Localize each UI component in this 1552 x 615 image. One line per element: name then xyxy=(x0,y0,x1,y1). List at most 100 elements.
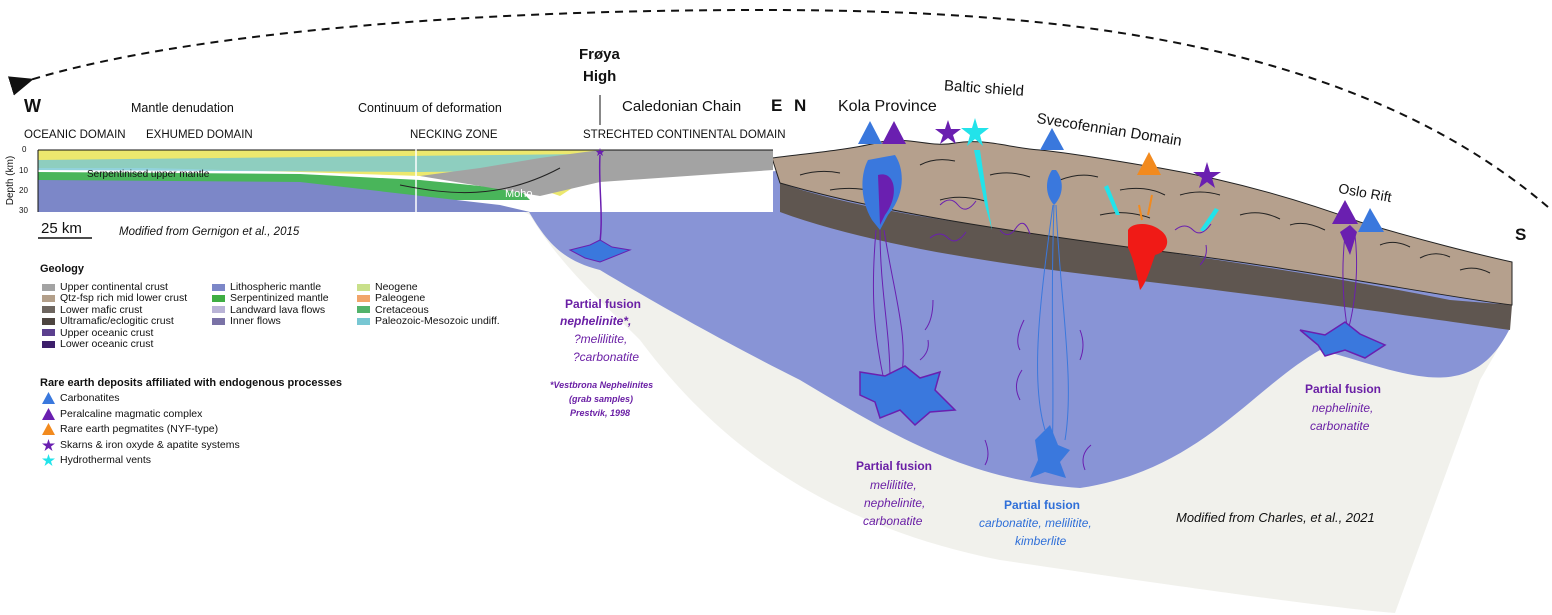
moho-label: Moho xyxy=(505,188,533,200)
legend-deposit-label: Carbonatites xyxy=(60,392,120,404)
depth-axis-label: Depth (km) xyxy=(5,155,17,206)
legend-label: Upper oceanic crust xyxy=(60,326,154,339)
legend-label: Qtz-fsp rich mid lower crust xyxy=(60,292,188,305)
scale-bar-label: 25 km xyxy=(41,220,82,237)
legend-item: Lithospheric mantle xyxy=(212,281,321,293)
legend-swatch xyxy=(42,283,55,291)
credit-charles: Modified from Charles, et al., 2021 xyxy=(1176,510,1375,525)
east-label: E xyxy=(771,96,783,115)
legend-item: Lower mafic crust xyxy=(42,304,142,316)
hydrothermal-vent-3 xyxy=(1200,208,1219,232)
froya-high-label-2: High xyxy=(583,68,617,85)
legend-swatch xyxy=(42,306,55,314)
crust-fault-lines xyxy=(799,159,1491,274)
legend-deposit-label: Skarns & iron oxyde & apatite systems xyxy=(60,438,240,451)
necking-crust xyxy=(420,150,773,196)
legend-label: Paleogene xyxy=(375,292,426,305)
legend-swatch xyxy=(357,283,370,291)
kola-peralkaline-plume xyxy=(878,174,894,225)
legend-label: Serpentinized mantle xyxy=(230,292,329,305)
legend-swatch xyxy=(42,294,55,302)
kola-blue-triangle-icon xyxy=(858,121,882,144)
south-label: S xyxy=(1515,225,1527,244)
hydrothermal-vent-2 xyxy=(1104,185,1120,215)
froya-note-2: (grab samples) xyxy=(569,394,634,404)
baltic-feeder-lines xyxy=(1037,204,1069,451)
serpentinised-label: Serpentinised upper mantle xyxy=(87,169,210,180)
baltic-purple-star-icon xyxy=(935,120,961,144)
kola-fusion-line-1: melilitite, xyxy=(870,478,917,492)
legend-item: Upper oceanic crust xyxy=(42,327,153,339)
depth-tick-10: 10 xyxy=(19,166,28,175)
oslo-fusion-line-1: nephelinite, xyxy=(1312,401,1374,415)
cyan-star-icon xyxy=(42,454,55,467)
oslo-intrusion xyxy=(1340,225,1357,255)
froya-melt-zone xyxy=(568,239,632,263)
legend-deposits-title: Rare earth deposits affiliated with endo… xyxy=(40,377,342,389)
legend-deposit-item: Skarns & iron oxyde & apatite systems xyxy=(42,438,240,451)
legend-swatch xyxy=(212,283,225,291)
legend-swatch xyxy=(42,340,55,348)
baltic-melt-zone xyxy=(1030,425,1070,478)
oslo-fusion-title: Partial fusion xyxy=(1305,382,1382,396)
svecofennian-purple-star-icon xyxy=(1193,162,1221,188)
pegmatite-dikes xyxy=(1138,194,1153,221)
svecofennian-orange-triangle-icon xyxy=(1137,152,1161,175)
kola-fusion-title: Partial fusion xyxy=(856,459,933,473)
legend-deposit-item: Rare earth pegmatites (NYF-type) xyxy=(42,423,219,436)
froya-fusion-title: Partial fusion xyxy=(565,297,642,311)
froya-note-3: Prestvik, 1998 xyxy=(570,408,631,418)
baltic-fusion-line-2: kimberlite xyxy=(1015,534,1067,548)
froya-note-1: *Vestbrona Nephelinites xyxy=(550,380,654,390)
fluid-migration-arrows xyxy=(919,199,1212,471)
legend-item: Paleogene xyxy=(357,292,425,304)
baltic-carbonatite-plume xyxy=(1046,170,1062,205)
depth-tick-30: 30 xyxy=(19,206,28,215)
oslo-blue-triangle-icon xyxy=(1358,208,1384,232)
froya-fusion-line-2: ?melilitite, xyxy=(574,332,628,346)
kola-fusion-line-2: nephelinite, xyxy=(864,496,926,510)
stretched-domain-label: STRECHTED CONTINENTAL DOMAIN xyxy=(583,129,786,141)
baltic-fusion-title: Partial fusion xyxy=(1004,498,1081,512)
legend-swatch xyxy=(357,306,370,314)
legend-label: Cretaceous xyxy=(375,303,429,316)
legend-geology-title: Geology xyxy=(40,263,85,275)
legend-item: Inner flows xyxy=(212,315,281,327)
legend-label: Ultramafic/eclogitic crust xyxy=(60,315,174,328)
legend-item: Paleozoic-Mesozoic undiff. xyxy=(357,315,500,327)
oceanic-domain-label: OCEANIC DOMAIN xyxy=(24,129,126,141)
exhumed-domain-label: EXHUMED DOMAIN xyxy=(146,129,253,141)
purple-triangle-icon xyxy=(42,407,55,420)
dashed-arc-arrow xyxy=(7,8,1549,208)
legend-deposit-label: Rare earth pegmatites (NYF-type) xyxy=(60,423,219,436)
froya-purple-star-icon xyxy=(596,148,604,156)
north-label: N xyxy=(794,96,807,115)
legend-label: Landward lava flows xyxy=(230,303,326,316)
legend-item: Lower oceanic crust xyxy=(42,338,153,350)
legend-deposit-label: Peralcaline magmatic complex xyxy=(60,407,203,420)
baltic-fusion-line-1: carbonatite, melilitite, xyxy=(979,516,1092,530)
legend-label: Lower oceanic crust xyxy=(60,338,154,350)
legend-swatch xyxy=(357,294,370,302)
legend-label: Neogene xyxy=(375,281,418,293)
continuum-label: Continuum of deformation xyxy=(358,101,502,115)
depth-tick-0: 0 xyxy=(22,145,27,154)
kola-fusion-line-3: carbonatite xyxy=(863,514,923,528)
oslo-melt-zone xyxy=(1299,321,1387,359)
west-label: W xyxy=(24,96,41,116)
legend-item: Qtz-fsp rich mid lower crust xyxy=(42,292,187,304)
legend-label: Lower mafic crust xyxy=(60,303,143,316)
legend-deposit-item: Carbonatites xyxy=(42,392,120,404)
red-intrusion xyxy=(1128,224,1168,290)
baltic-cyan-star-icon xyxy=(961,118,989,146)
legend-label: Upper continental crust xyxy=(60,281,168,293)
legend-label: Paleozoic-Mesozoic undiff. xyxy=(375,315,500,328)
credit-gernigon: Modified from Gernigon et al., 2015 xyxy=(119,226,300,238)
legend-item: Serpentinized mantle xyxy=(212,292,329,304)
legend-swatch xyxy=(212,294,225,302)
necking-zone-label: NECKING ZONE xyxy=(410,129,498,141)
blue-triangle-icon xyxy=(42,392,55,404)
west-mantle xyxy=(38,180,530,212)
purple-star-icon xyxy=(42,438,55,451)
